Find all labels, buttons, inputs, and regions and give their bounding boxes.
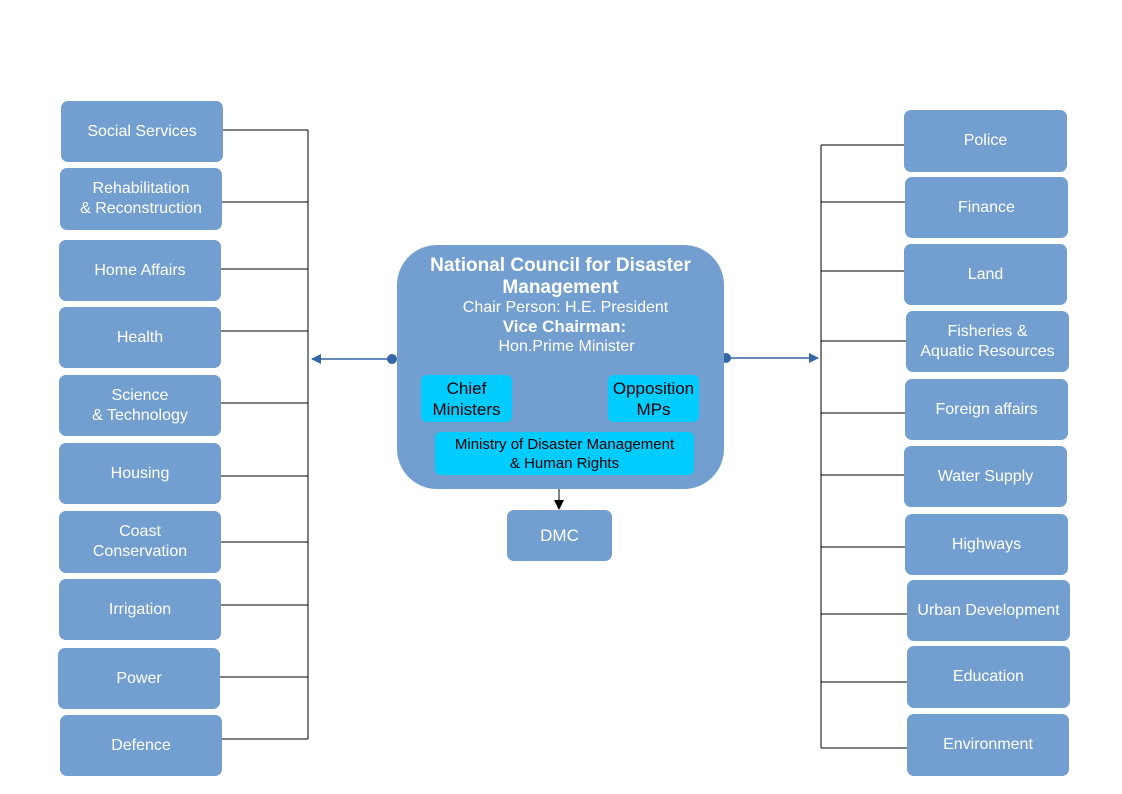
right-ministry-box: Highways xyxy=(905,514,1068,575)
council-chair: Chair Person: H.E. President xyxy=(462,299,669,316)
left-connector-dot xyxy=(387,354,397,364)
left-ministry-box: Rehabilitation & Reconstruction xyxy=(60,168,222,230)
right-ministry-box: Finance xyxy=(905,177,1068,238)
right-ministry-box: Environment xyxy=(907,714,1069,776)
council-title: National Council for Disaster Management xyxy=(430,255,691,298)
left-bus-lines xyxy=(220,129,309,740)
right-ministry-box: Water Supply xyxy=(904,446,1067,507)
opposition-mps-box: Opposition MPs xyxy=(608,375,699,422)
right-ministry-box: Fisheries & Aquatic Resources xyxy=(906,311,1069,372)
right-ministry-box: Education xyxy=(907,646,1070,708)
right-ministry-box: Urban Development xyxy=(907,580,1070,641)
left-ministry-box: Defence xyxy=(60,715,222,776)
council-vice-title: Vice Chairman: xyxy=(502,317,627,336)
left-ministry-box: Irrigation xyxy=(59,579,221,640)
left-ministry-box: Coast Conservation xyxy=(59,511,221,573)
right-bus-lines xyxy=(820,144,907,749)
left-ministry-box: Science & Technology xyxy=(59,375,221,436)
left-ministry-box: Home Affairs xyxy=(59,240,221,301)
council-vice: Hon.Prime Minister xyxy=(498,338,635,355)
dmc-box: DMC xyxy=(507,510,612,561)
right-ministry-box: Land xyxy=(904,244,1067,305)
right-ministry-box: Police xyxy=(904,110,1067,172)
chief-ministers-box: Chief Ministers xyxy=(421,375,512,422)
left-ministry-box: Power xyxy=(58,648,220,709)
left-ministry-box: Health xyxy=(59,307,221,368)
ministry-box: Ministry of Disaster Management & Human … xyxy=(435,432,694,475)
left-ministry-box: Housing xyxy=(59,443,221,504)
left-ministry-box: Social Services xyxy=(61,101,223,162)
right-ministry-box: Foreign affairs xyxy=(905,379,1068,440)
